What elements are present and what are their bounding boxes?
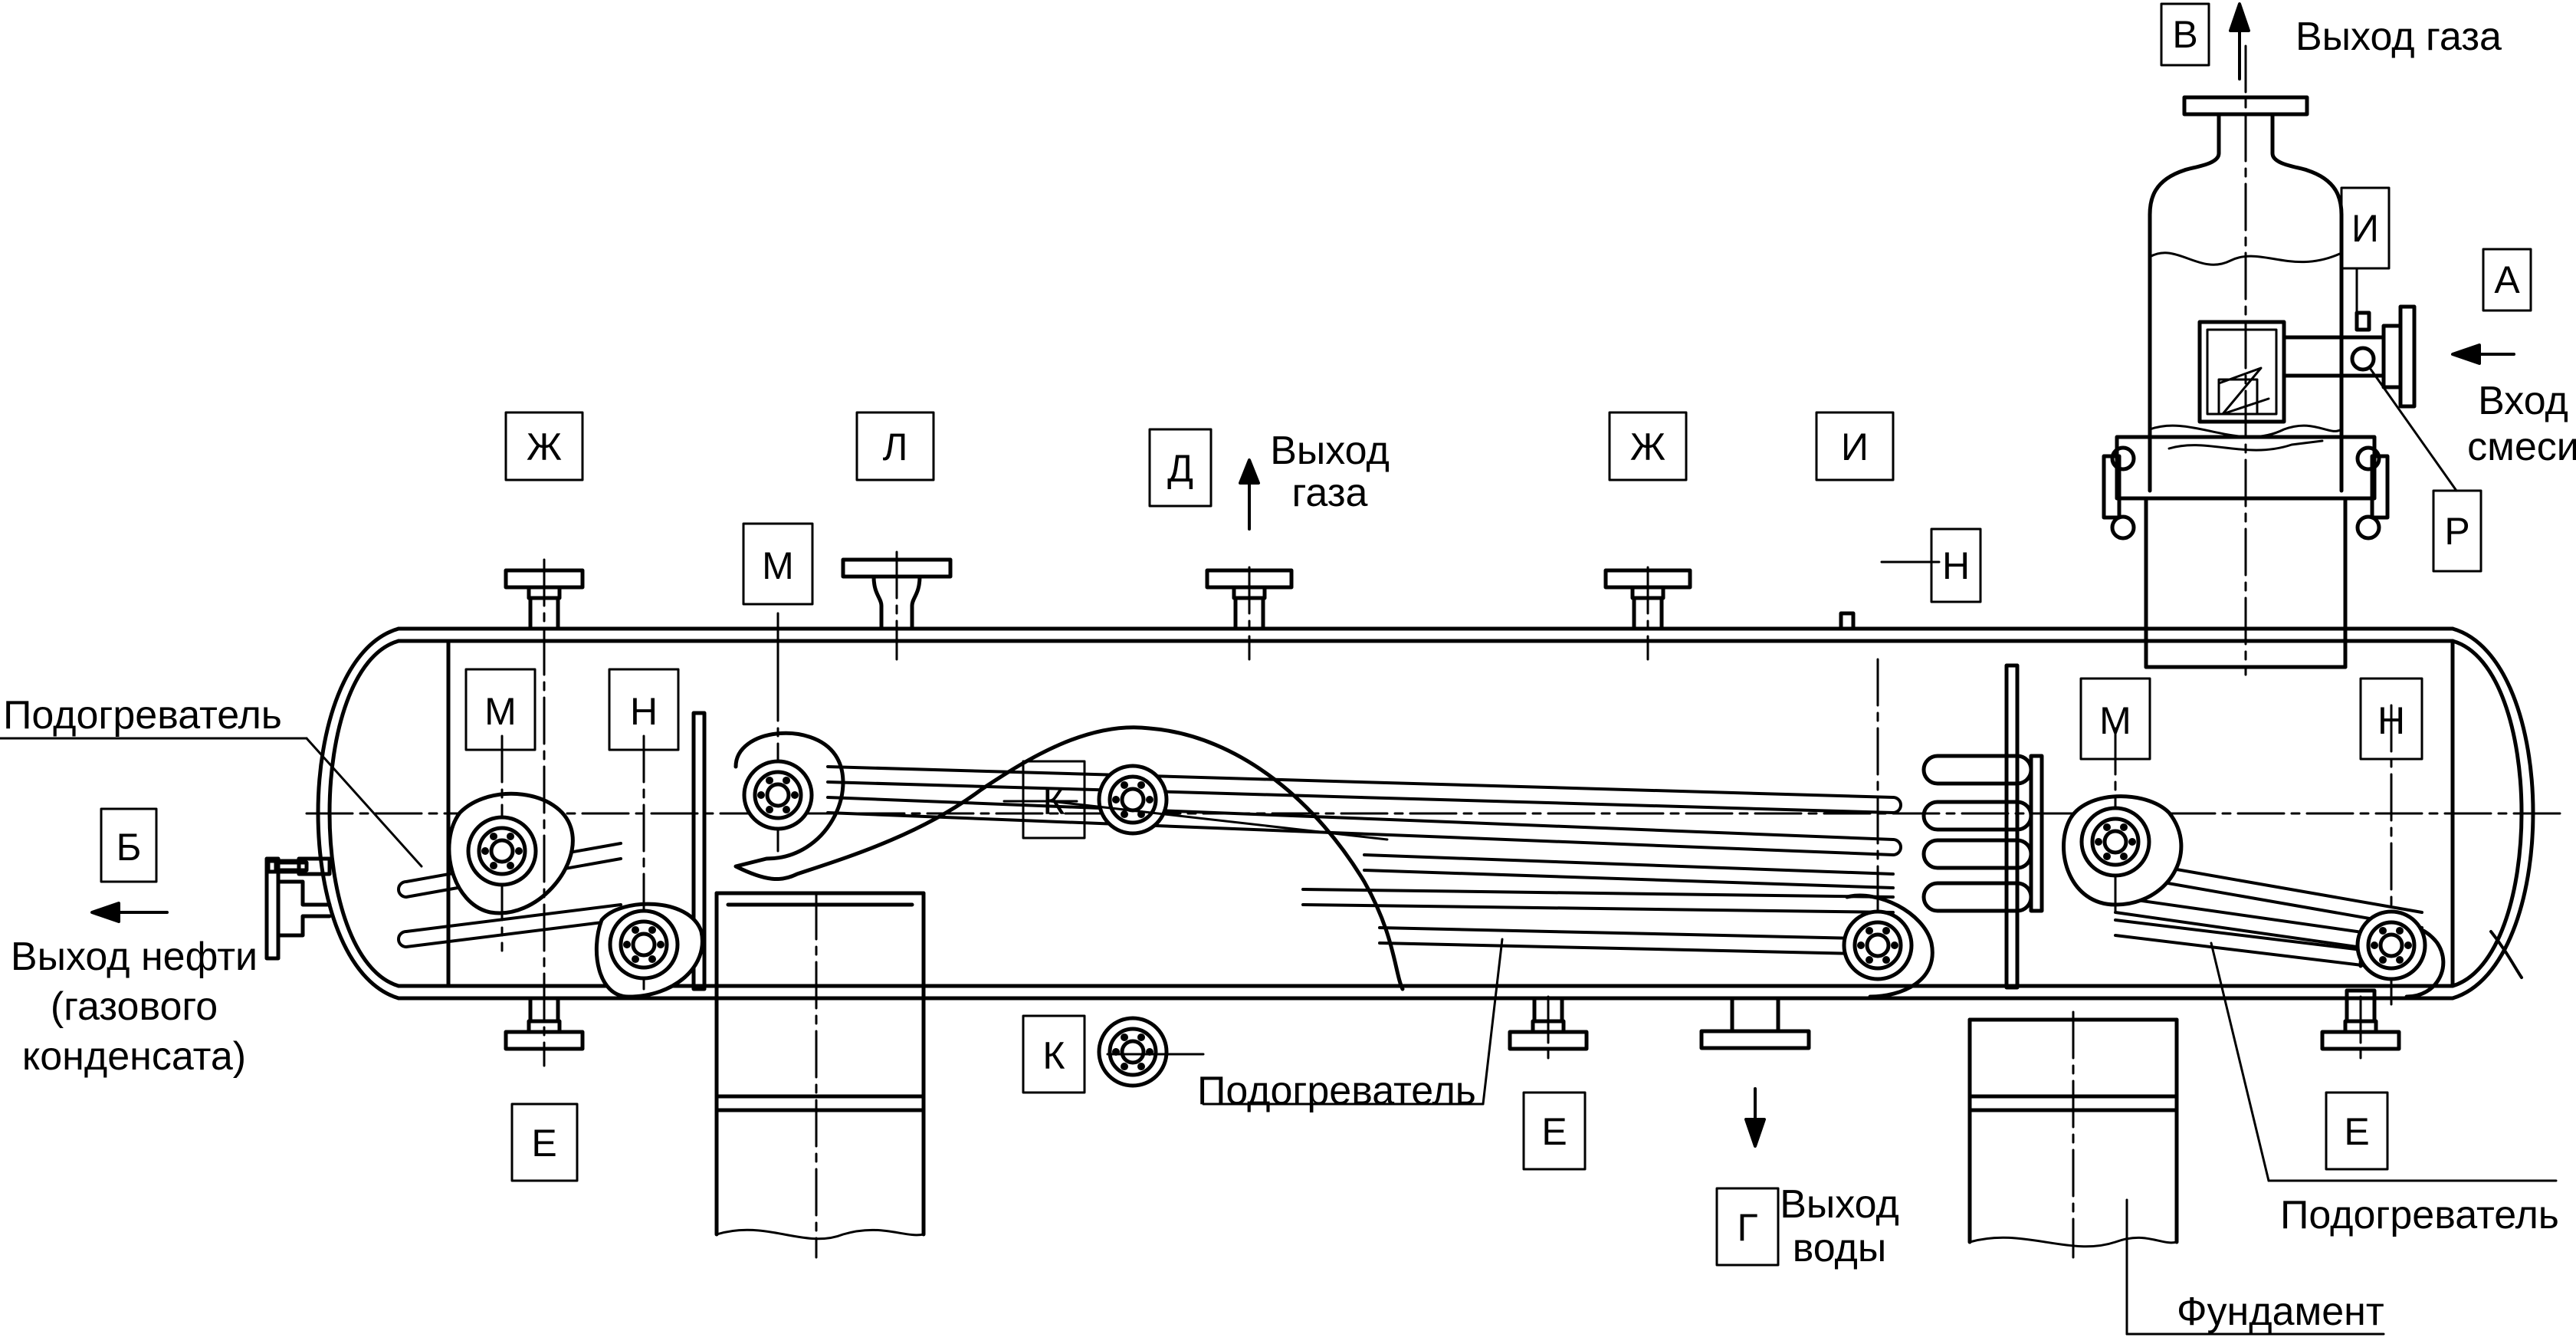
port-m-top xyxy=(742,759,814,831)
svg-text:М: М xyxy=(762,544,794,587)
label-mix-in-2: смеси xyxy=(2467,425,2576,469)
box-m-right: М xyxy=(2079,677,2151,761)
box-e-right: Е xyxy=(2325,1091,2389,1171)
box-zh-left: Ж xyxy=(504,411,584,481)
svg-text:Л: Л xyxy=(883,426,908,468)
arrows xyxy=(90,2,2515,1148)
svg-text:Ж: Ж xyxy=(1630,426,1665,468)
svg-text:Н: Н xyxy=(1942,544,1970,587)
label-water-out-1: Выход xyxy=(1780,1182,1899,1227)
svg-text:А: А xyxy=(2494,258,2520,301)
marker-boxes: В А И Р Ж Л Д Ж И Н М М Н Б К К Е Е Г М … xyxy=(100,2,2532,1267)
vessel-shell xyxy=(305,626,2561,1001)
baffles xyxy=(691,663,2020,991)
label-mix-in-1: Вход xyxy=(2478,379,2568,423)
u-tubes xyxy=(1921,754,2044,913)
label-oil-out-1: Выход нефти xyxy=(11,935,258,979)
box-r: Р xyxy=(2432,489,2482,573)
box-k-bot: К xyxy=(1022,1014,1086,1094)
port-n-right xyxy=(2355,909,2427,981)
svg-text:Г: Г xyxy=(1737,1206,1757,1249)
svg-text:М: М xyxy=(2099,699,2131,742)
label-gas-out-mid-2: газа xyxy=(1292,471,1368,515)
port-n-left xyxy=(608,909,680,981)
svg-text:Н: Н xyxy=(630,690,658,733)
nozzle-i-small xyxy=(1839,611,1856,631)
svg-text:И: И xyxy=(2351,207,2379,250)
support-left xyxy=(714,891,926,1259)
arrow-water-out xyxy=(1744,1118,1766,1148)
label-heater-right: Подогреватель xyxy=(2280,1193,2559,1237)
leader-lines xyxy=(0,267,2558,1336)
svg-text:Н: Н xyxy=(2377,699,2405,742)
port-m-right xyxy=(2079,806,2151,878)
box-g: Г xyxy=(1715,1187,1780,1267)
box-n-left: Н xyxy=(608,668,680,751)
arrow-oil-out xyxy=(90,902,120,923)
label-oil-out-2: (газового xyxy=(51,984,218,1029)
nozzle-b xyxy=(264,856,332,961)
box-a: А xyxy=(2482,248,2532,312)
svg-text:М: М xyxy=(484,690,517,733)
arrow-mix-in xyxy=(2451,343,2481,365)
label-heater-bottom: Подогреватель xyxy=(1197,1069,1476,1113)
label-water-out-2: воды xyxy=(1793,1226,1887,1270)
svg-text:Ж: Ж xyxy=(527,426,562,468)
box-k-mid: К xyxy=(1022,760,1086,840)
box-zh-right: Ж xyxy=(1608,411,1688,481)
label-oil-out-3: конденсата) xyxy=(22,1034,246,1079)
port-k-mid xyxy=(1097,764,1169,836)
svg-text:Е: Е xyxy=(531,1122,556,1165)
port-m-left xyxy=(466,815,538,887)
box-e-mid: Е xyxy=(1522,1091,1587,1171)
label-foundation: Фундамент xyxy=(2177,1290,2384,1334)
box-v: В xyxy=(2160,2,2210,67)
box-l: Л xyxy=(855,411,935,481)
svg-text:И: И xyxy=(1841,426,1869,468)
inlet-separator xyxy=(2102,44,2417,676)
text-labels: Выход газа Вход смеси Выход газа Подогре… xyxy=(3,15,2576,1334)
support-right xyxy=(1967,1010,2179,1259)
arrow-gas-out-mid xyxy=(1239,458,1260,485)
heater-center xyxy=(733,725,1934,999)
nozzle-g xyxy=(1699,996,1811,1050)
svg-text:К: К xyxy=(1042,1034,1065,1077)
label-heater-left: Подогреватель xyxy=(3,693,282,738)
svg-text:Е: Е xyxy=(2344,1110,2369,1153)
box-i-top: И xyxy=(2340,186,2391,270)
port-n-center xyxy=(1842,909,1914,981)
svg-text:Р: Р xyxy=(2444,510,2469,553)
box-e-left: Е xyxy=(510,1102,579,1182)
label-gas-out-top: Выход газа xyxy=(2295,15,2502,59)
svg-text:К: К xyxy=(1042,780,1065,823)
flanged-ports xyxy=(466,759,2427,1088)
svg-text:Е: Е xyxy=(1541,1110,1567,1153)
svg-text:Б: Б xyxy=(116,826,142,869)
box-b: Б xyxy=(100,807,158,883)
box-i-mid: И xyxy=(1815,411,1895,481)
box-m-left: М xyxy=(464,668,537,751)
svg-text:В: В xyxy=(2172,13,2197,56)
box-n-top: Н xyxy=(1930,527,1982,603)
label-gas-out-mid-1: Выход xyxy=(1270,429,1390,473)
box-n-right: Н xyxy=(2359,677,2423,761)
box-m-top: М xyxy=(742,522,814,606)
port-k-bot xyxy=(1097,1016,1169,1088)
arrow-gas-out-top xyxy=(2229,2,2250,32)
box-d: Д xyxy=(1148,428,1213,508)
svg-text:Д: Д xyxy=(1167,447,1193,490)
